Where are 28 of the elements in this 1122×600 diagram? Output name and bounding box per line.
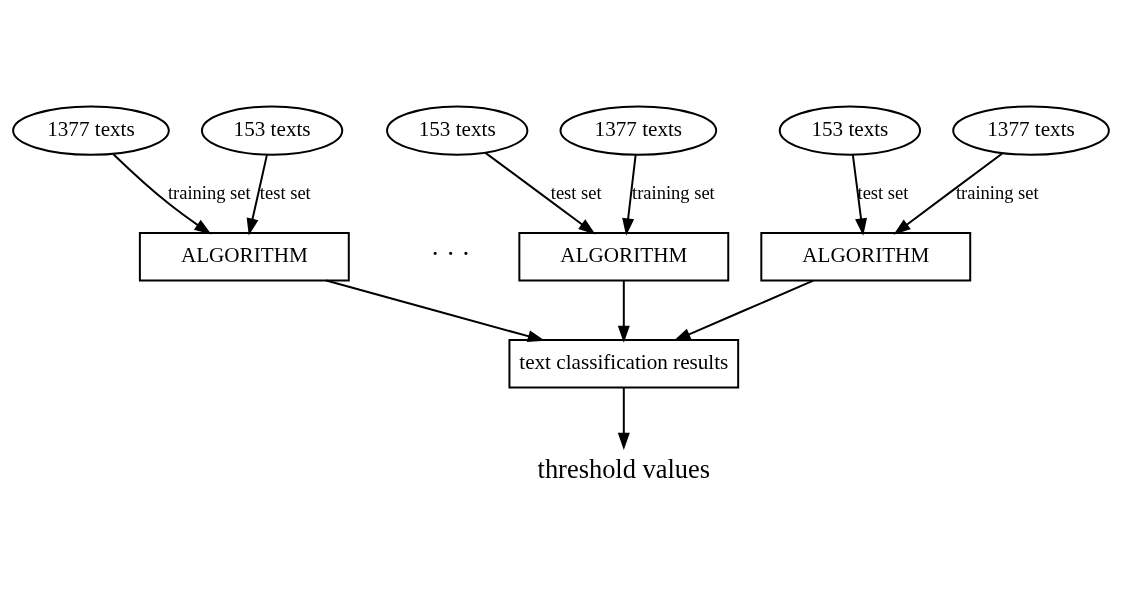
edge-label: test set bbox=[259, 182, 311, 203]
node-box: text classification results bbox=[508, 338, 740, 389]
edge-label: training set bbox=[632, 182, 715, 203]
edge-label: training set bbox=[955, 182, 1039, 203]
edge-label: test set bbox=[857, 182, 909, 203]
arrow bbox=[112, 152, 212, 234]
label: · · · bbox=[430, 238, 471, 269]
arrow bbox=[673, 279, 815, 341]
node-box: ALGORITHM bbox=[518, 231, 730, 281]
node-ellipse: 1377 texts bbox=[952, 104, 1110, 156]
arrow bbox=[622, 153, 637, 236]
node-text: threshold values bbox=[537, 453, 711, 484]
arrow bbox=[893, 151, 1004, 235]
node-ellipse: 153 texts bbox=[778, 104, 922, 156]
node-box: ALGORITHM bbox=[138, 231, 350, 281]
arrow bbox=[246, 153, 268, 236]
node-ellipse: 1377 texts bbox=[12, 104, 170, 156]
arrow bbox=[617, 279, 630, 343]
node-ellipse: 1377 texts bbox=[559, 104, 718, 156]
edge-label: test set bbox=[550, 182, 602, 203]
node-ellipse: 153 texts bbox=[386, 104, 529, 156]
edge-label: training set bbox=[167, 182, 251, 203]
arrow bbox=[851, 153, 867, 236]
arrow bbox=[325, 279, 545, 342]
node-ellipse: 153 texts bbox=[200, 104, 344, 156]
arrow bbox=[617, 386, 630, 450]
arrow bbox=[484, 151, 596, 234]
node-box: ALGORITHM bbox=[760, 231, 972, 281]
